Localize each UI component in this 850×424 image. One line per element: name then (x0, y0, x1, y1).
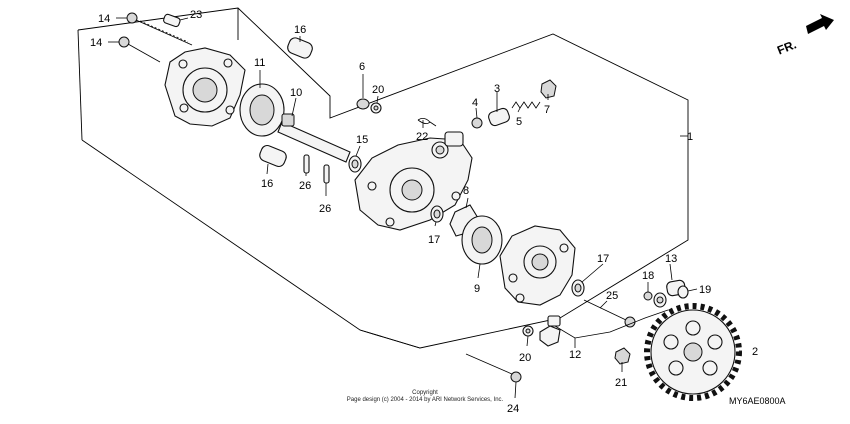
bolt-14-lower (118, 36, 161, 63)
callout-5: 5 (516, 116, 522, 128)
callout-24: 24 (507, 403, 519, 415)
callout-3: 3 (494, 83, 500, 95)
callout-14-lower: 14 (90, 37, 102, 49)
callout-4: 4 (472, 97, 478, 109)
callout-6: 6 (359, 61, 365, 73)
o-ring-17-right (571, 279, 585, 297)
callout-19: 19 (699, 284, 711, 296)
callout-17-right: 17 (597, 253, 609, 265)
pump-shaft-10 (277, 113, 351, 163)
diagram-code: MY6AE0800A (729, 396, 786, 406)
sprocket-2 (644, 303, 742, 401)
nut-21 (614, 347, 631, 365)
callout-13: 13 (665, 253, 677, 265)
pump-body (354, 131, 473, 231)
callout-26-left: 26 (299, 180, 311, 192)
outer-rotor-9 (461, 215, 503, 265)
callout-14-upper: 14 (98, 13, 110, 25)
leader-lines (108, 17, 742, 399)
callout-9: 9 (474, 283, 480, 295)
bolt-24 (465, 353, 522, 383)
assembly-frame (77, 7, 689, 349)
pump-rear-housing (499, 225, 576, 306)
outer-rotor-11 (239, 83, 285, 137)
washer-19 (677, 285, 689, 299)
callout-12: 12 (569, 349, 581, 361)
front-orientation-label: FR. (775, 37, 798, 57)
spring-5 (511, 101, 541, 109)
copyright-line-2: Page design (c) 2004 - 2014 by ARI Netwo… (347, 397, 504, 403)
pin-26-left (303, 154, 310, 174)
callout-18: 18 (642, 270, 654, 282)
dowel-pin-16-upper (287, 37, 313, 59)
collar-6 (356, 98, 370, 110)
callout-16-upper: 16 (294, 24, 306, 36)
bolt-14-upper (126, 12, 193, 46)
callout-11: 11 (254, 57, 265, 69)
callout-26-right: 26 (319, 203, 331, 215)
pin-26-right (323, 164, 330, 184)
callout-labels: 1 2 3 4 5 6 7 8 9 10 11 12 13 14 14 15 1… (90, 9, 758, 415)
pump-cover (164, 47, 246, 127)
callout-15: 15 (356, 134, 368, 146)
callout-1: 1 (687, 131, 693, 143)
callout-22: 22 (416, 131, 428, 143)
callout-17-left: 17 (428, 234, 440, 246)
callout-25: 25 (606, 290, 618, 302)
bolt-25 (583, 299, 636, 328)
ball-4 (471, 117, 483, 129)
valve-3 (488, 107, 510, 127)
washer-20-upper (370, 102, 382, 114)
o-ring-15 (348, 155, 362, 173)
seal-hub (653, 292, 667, 308)
washer-20-lower (522, 325, 534, 337)
callout-16-lower: 16 (261, 178, 273, 190)
callout-23: 23 (190, 9, 202, 21)
callout-20-lower: 20 (519, 352, 531, 364)
dowel-pin-16-lower (259, 144, 287, 168)
callout-8: 8 (463, 185, 469, 197)
callout-20-upper: 20 (372, 84, 384, 96)
plug-7 (540, 79, 557, 99)
o-ring-17-left (430, 205, 444, 223)
dowel-pin-23 (163, 13, 181, 28)
callout-7: 7 (544, 104, 550, 116)
front-arrow-icon (806, 14, 834, 34)
cotter-pin-22 (417, 118, 437, 127)
callout-21: 21 (615, 377, 627, 389)
oil-pipe-12 (539, 309, 669, 347)
callout-2: 2 (752, 346, 758, 358)
copyright-line-1: Copyright (412, 390, 438, 396)
callout-10: 10 (290, 87, 302, 99)
pin-18 (643, 291, 653, 301)
